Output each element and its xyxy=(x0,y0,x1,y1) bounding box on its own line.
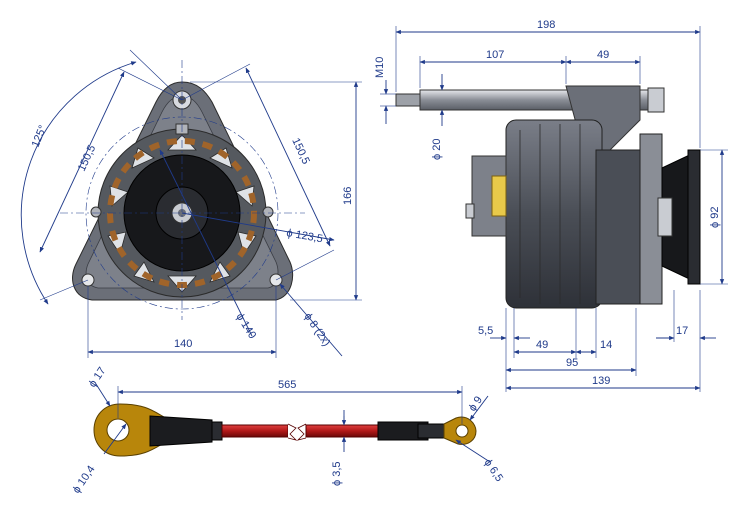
dim-pulley-dia: ϕ 92 xyxy=(709,207,721,228)
dim-center-dia: ϕ 140 xyxy=(233,311,258,341)
dim-lug-left-inner: ϕ 10,4 xyxy=(71,464,98,496)
dim-cable-length: 565 xyxy=(278,379,296,391)
cable-left xyxy=(221,424,289,438)
dim-shaft-len: 107 xyxy=(486,49,504,61)
dim-angle: 125° xyxy=(30,124,50,150)
dim-pulley-w: 17 xyxy=(676,325,688,337)
dim-139: 139 xyxy=(592,375,610,387)
cable-right xyxy=(305,424,379,438)
dim-radius-right: 150,5 xyxy=(289,136,312,166)
alternator-body xyxy=(505,119,603,309)
dim-holes: ϕ 8 (2x) xyxy=(302,311,333,349)
dim-shaft-dia: ϕ 20 xyxy=(431,139,443,160)
dim-bracket: 49 xyxy=(597,49,609,61)
cable-view: 565 ϕ 17 ϕ 10,4 ϕ 3,5 ϕ 9 ϕ 6,5 xyxy=(71,365,506,495)
dim-thread: M10 xyxy=(374,57,386,78)
dim-wire: ϕ 3,5 xyxy=(331,461,343,486)
dim-offset-small: 5,5 xyxy=(478,325,493,337)
dim-lug-right-inner: ϕ 6,5 xyxy=(482,457,506,484)
dim-width: 140 xyxy=(174,338,192,350)
front-view: 125° 150,5 150,5 166 ϕ 123,5 140 ϕ 140 ϕ… xyxy=(20,49,362,358)
dim-height: 166 xyxy=(342,187,354,205)
dim-95: 95 xyxy=(566,357,578,369)
dim-bolt-circle: ϕ 123,5 xyxy=(285,227,323,245)
left-sleeve xyxy=(149,415,213,447)
dim-lug-right-outer: ϕ 9 xyxy=(467,394,486,413)
thread-left xyxy=(395,93,421,107)
side-view: 198 107 49 M10 ϕ 20 ϕ 92 xyxy=(374,19,728,392)
dim-overall: 198 xyxy=(537,19,555,31)
dim-lug-left-outer: ϕ 17 xyxy=(87,365,109,389)
dim-radius-left: 150,5 xyxy=(76,143,99,173)
dim-body-49: 49 xyxy=(536,339,548,351)
dim-body-14: 14 xyxy=(600,339,612,351)
